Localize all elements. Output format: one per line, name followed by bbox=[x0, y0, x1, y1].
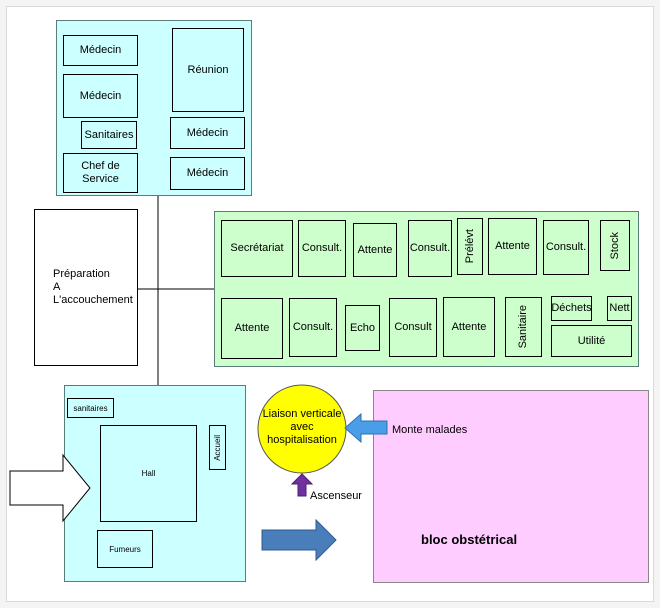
room-label: Médecin bbox=[79, 44, 122, 56]
room-label: sanitaires bbox=[73, 403, 108, 413]
room-sanitaire: Sanitaire bbox=[505, 297, 542, 357]
room-secretariat: Secrétariat bbox=[221, 220, 293, 277]
room-consult: Consult. bbox=[543, 220, 589, 275]
room-attente: Attente bbox=[488, 218, 537, 275]
room-label: Médecin bbox=[186, 126, 229, 139]
room-label: Sanitaires bbox=[84, 128, 134, 141]
ascenseur-label: Ascenseur bbox=[310, 490, 362, 502]
preparation-line: A bbox=[53, 281, 61, 293]
preparation-line: L'accouchement bbox=[53, 294, 133, 306]
room-fumeurs: Fumeurs bbox=[97, 530, 153, 568]
room-reunion: Réunion bbox=[172, 28, 244, 112]
bloc-title: bloc obstétrical bbox=[421, 532, 518, 547]
room-consult: Consult. bbox=[298, 220, 346, 277]
entrance-arrow bbox=[9, 453, 91, 523]
room-consult: Consult bbox=[389, 298, 437, 357]
room-medecin: Médecin bbox=[63, 35, 138, 66]
room-label: Hall bbox=[141, 469, 156, 478]
bloc-obstetrical-zone: bloc obstétrical bbox=[373, 390, 649, 583]
room-label: Nett bbox=[609, 302, 630, 314]
room-sanitaires: sanitaires bbox=[67, 398, 114, 418]
room-attente: Attente bbox=[221, 298, 283, 359]
room-label: Chef de Service bbox=[81, 160, 120, 185]
blue-arrow bbox=[261, 518, 337, 562]
room-medecin: Médecin bbox=[63, 74, 138, 118]
room-attente: Attente bbox=[443, 297, 495, 357]
room-label: Déchets bbox=[551, 302, 592, 314]
monte-malades-arrow bbox=[344, 412, 388, 444]
room-label: Secrétariat bbox=[230, 242, 284, 254]
room-label: Fumeurs bbox=[109, 544, 141, 554]
room-label: Attente bbox=[451, 320, 487, 333]
room-dechets: Déchets bbox=[551, 296, 592, 321]
room-stock: Stock bbox=[600, 220, 630, 271]
liaison-text: Liaison verticale avec hospitalisation bbox=[258, 408, 346, 447]
room-attente: Attente bbox=[353, 223, 397, 277]
room-label: Médecin bbox=[186, 167, 229, 179]
room-label: Attente bbox=[495, 240, 530, 252]
room-label: Consult. bbox=[292, 321, 334, 333]
monte-malades-label: Monte malades bbox=[392, 424, 468, 436]
room-medecin: Médecin bbox=[170, 157, 245, 190]
room-label: Echo bbox=[349, 321, 376, 334]
room-accueil: Accueil bbox=[209, 425, 226, 470]
room-label: Réunion bbox=[187, 63, 229, 76]
room-utilite: Utilité bbox=[551, 325, 632, 357]
liaison-label: Liaison verticale avec hospitalisation bbox=[262, 408, 342, 446]
room-label: Médecin bbox=[79, 89, 122, 102]
room-echo: Echo bbox=[345, 305, 380, 351]
room-label: Consult bbox=[394, 321, 432, 333]
room-sanitaires: Sanitaires bbox=[81, 121, 137, 149]
room-label: Consult. bbox=[545, 241, 587, 253]
room-medecin: Médecin bbox=[170, 117, 245, 149]
room-preparation-accouchement: Préparation A L'accouchement bbox=[34, 209, 138, 366]
preparation-line: Préparation bbox=[53, 268, 110, 280]
room-chef-de-service: Chef de Service bbox=[63, 153, 138, 193]
room-label: Utilité bbox=[577, 334, 606, 347]
room-label: Attente bbox=[234, 322, 270, 334]
room-consult: Consult. bbox=[408, 220, 452, 277]
room-consult: Consult. bbox=[289, 298, 337, 357]
room-label: Attente bbox=[357, 243, 393, 256]
room-hall: Hall bbox=[100, 425, 197, 522]
room-prelevement: Prélévt bbox=[457, 218, 483, 275]
room-label: Consult. bbox=[409, 242, 451, 254]
room-nettoyage: Nett bbox=[607, 296, 632, 321]
ascenseur-arrow bbox=[290, 473, 314, 497]
room-label: Consult. bbox=[301, 242, 343, 254]
